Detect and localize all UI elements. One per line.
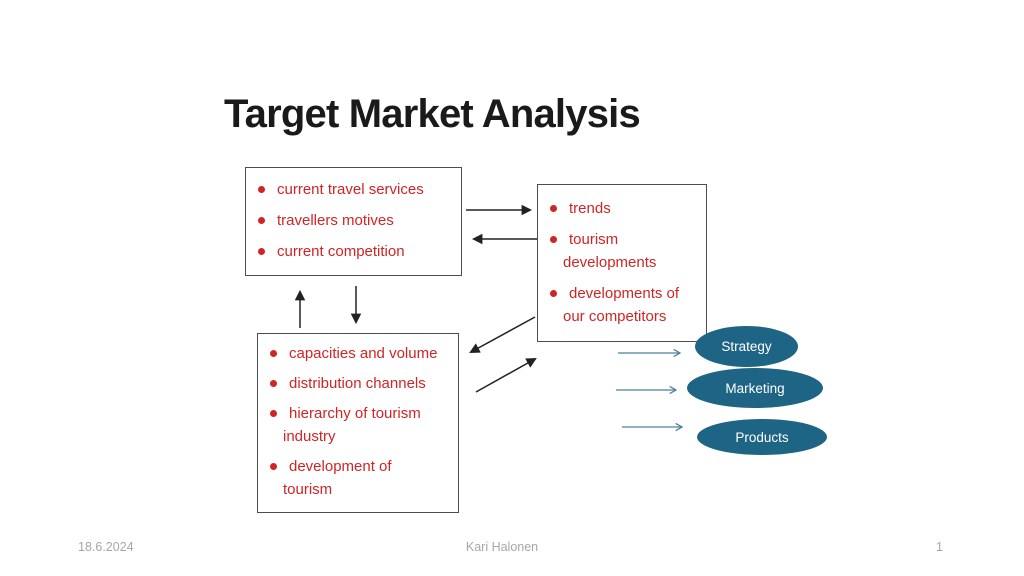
box-current-market: current travel services travellers motiv…: [245, 167, 462, 276]
oval-label: Strategy: [721, 339, 772, 354]
bullet-icon: [258, 186, 265, 193]
list-item: developments of our competitors: [550, 282, 698, 328]
oval-label: Products: [735, 429, 789, 445]
list-item: trends: [550, 197, 698, 220]
list-item: travellers motives: [258, 211, 453, 231]
list-item: tourism developments: [550, 228, 698, 274]
footer-date: 18.6.2024: [78, 540, 134, 554]
oval-label: Marketing: [725, 380, 785, 396]
box-trends: trends tourism developments developments…: [537, 184, 707, 342]
industry-list: capacities and volume distribution chann…: [258, 334, 458, 501]
list-item: hierarchy of tourism industry: [270, 402, 450, 448]
arrow-industry-to-trends: [475, 357, 537, 393]
bullet-icon: [270, 463, 277, 470]
arrow-trends-to-industry: [469, 316, 536, 354]
bullet-icon: [258, 217, 265, 224]
oval-marketing: Marketing: [687, 368, 823, 408]
bullet-icon: [270, 410, 277, 417]
oval-products: Products: [697, 419, 827, 455]
box-industry: capacities and volume distribution chann…: [257, 333, 459, 513]
trends-list: trends tourism developments developments…: [538, 185, 706, 328]
list-item: development of tourism: [270, 455, 450, 501]
bullet-icon: [550, 290, 557, 297]
list-item: distribution channels: [270, 372, 450, 395]
bullet-icon: [270, 380, 277, 387]
list-item: capacities and volume: [270, 342, 450, 365]
footer-author: Kari Halonen: [465, 540, 539, 554]
footer-page-number: 1: [936, 540, 943, 554]
slide-title: Target Market Analysis: [224, 92, 641, 136]
bullet-icon: [258, 248, 265, 255]
list-item: current competition: [258, 242, 453, 262]
bullet-icon: [550, 205, 557, 212]
bullet-icon: [270, 350, 277, 357]
current-market-list: current travel services travellers motiv…: [246, 168, 461, 262]
bullet-icon: [550, 236, 557, 243]
oval-strategy: Strategy: [695, 326, 798, 367]
list-item: current travel services: [258, 180, 453, 200]
